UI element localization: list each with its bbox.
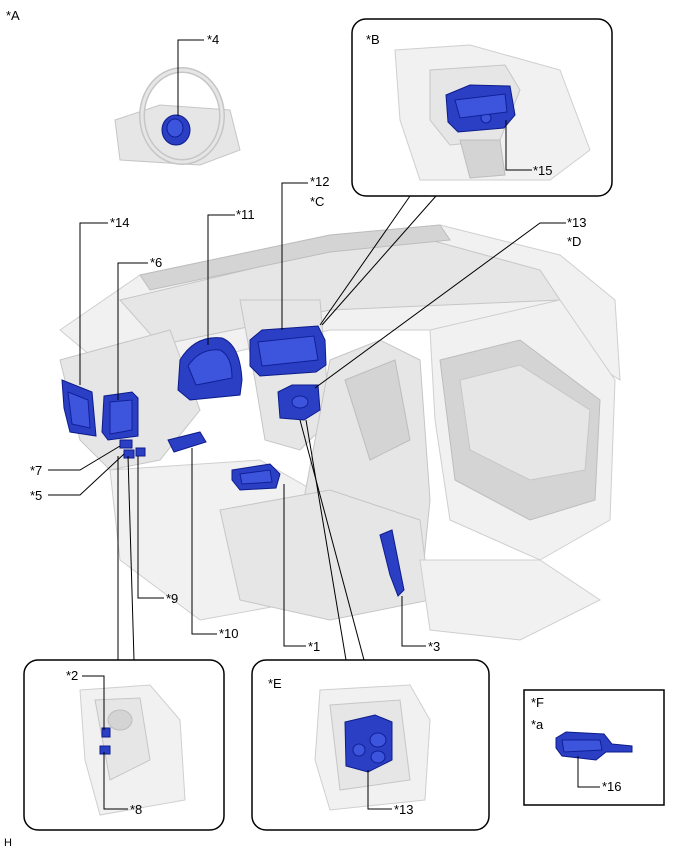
- label-15: *15: [533, 163, 553, 178]
- label-2: *2: [66, 668, 78, 683]
- label-a: *A: [6, 8, 20, 23]
- component-12-display: [249, 325, 327, 377]
- label-9: *9: [166, 591, 178, 606]
- label-b: *B: [366, 32, 380, 47]
- label-7: *7: [30, 463, 42, 478]
- label-11: *11: [236, 207, 255, 222]
- component-14-module: [61, 379, 97, 437]
- inset-e: [251, 659, 490, 831]
- inset-left: [23, 659, 225, 831]
- component-4-horn-airbag: [161, 114, 191, 146]
- label-12: *12: [310, 174, 330, 189]
- label-h: H: [4, 837, 12, 849]
- label-d: *D: [567, 234, 581, 249]
- label-6: *6: [150, 255, 162, 270]
- label-10: *10: [219, 626, 239, 641]
- label-f: *F: [531, 695, 544, 710]
- label-13-e: *13: [394, 802, 414, 817]
- label-a-small: *a: [531, 717, 544, 732]
- component-11-combination-meter: [177, 337, 243, 401]
- label-8: *8: [130, 802, 142, 817]
- label-16: *16: [602, 779, 622, 794]
- label-1: *1: [308, 639, 320, 654]
- label-c: *C: [310, 194, 324, 209]
- component-10-module: [167, 431, 207, 453]
- label-e: *E: [268, 676, 282, 691]
- label-3: *3: [428, 639, 440, 654]
- component-3-sensor: [379, 529, 405, 597]
- component-1-module: [231, 463, 281, 491]
- inset-b: [351, 18, 613, 197]
- vehicle-interior-illustration: [59, 224, 621, 641]
- leader-lines: [48, 39, 600, 810]
- inset-f: [523, 689, 665, 806]
- component-6-module: [101, 391, 139, 441]
- label-5: *5: [30, 488, 42, 503]
- callout-labels: *A *4 *B *15 *12 *C *11 *14 *13 *D *6 *7…: [4, 8, 622, 849]
- label-4: *4: [207, 32, 219, 47]
- component-13-control-unit: [277, 384, 321, 421]
- label-13: *13: [567, 215, 587, 230]
- label-14: *14: [110, 215, 130, 230]
